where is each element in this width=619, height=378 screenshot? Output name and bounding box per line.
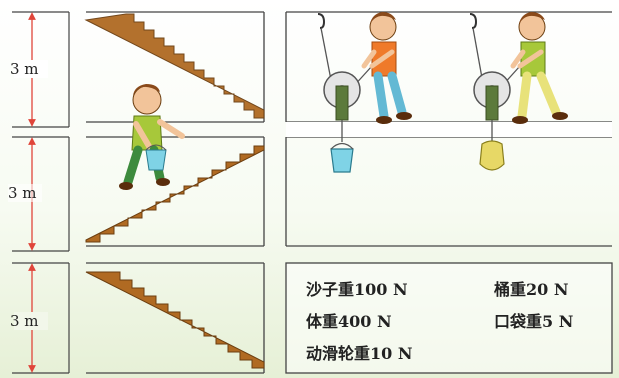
height-dimension-column — [12, 11, 70, 374]
stairs-bottom — [85, 271, 265, 369]
pulley-right — [469, 13, 521, 171]
sack-icon — [479, 140, 505, 171]
body-weight: 体重400 N — [306, 312, 392, 331]
bucket-weight: 桶重20 N — [494, 280, 568, 299]
height-label-middle: 3 m — [8, 184, 37, 202]
given-data-panel — [285, 262, 613, 374]
bag-weight: 口袋重5 N — [494, 312, 573, 331]
bucket-icon — [330, 148, 354, 173]
pulley-weight: 动滑轮重10 N — [306, 344, 412, 363]
boy-pulling-right — [510, 12, 568, 124]
stairs-middle — [85, 145, 265, 243]
height-label-bottom: 3 m — [10, 312, 39, 330]
staircase-panels — [86, 11, 265, 374]
stairs-top — [84, 13, 265, 119]
pulley-left — [317, 13, 373, 173]
boy-carrying-bucket — [119, 84, 185, 190]
floor-slab — [286, 122, 612, 137]
boy-pulling-left — [361, 12, 412, 124]
height-label-top: 3 m — [10, 60, 39, 78]
sand-weight: 沙子重100 N — [306, 280, 408, 299]
